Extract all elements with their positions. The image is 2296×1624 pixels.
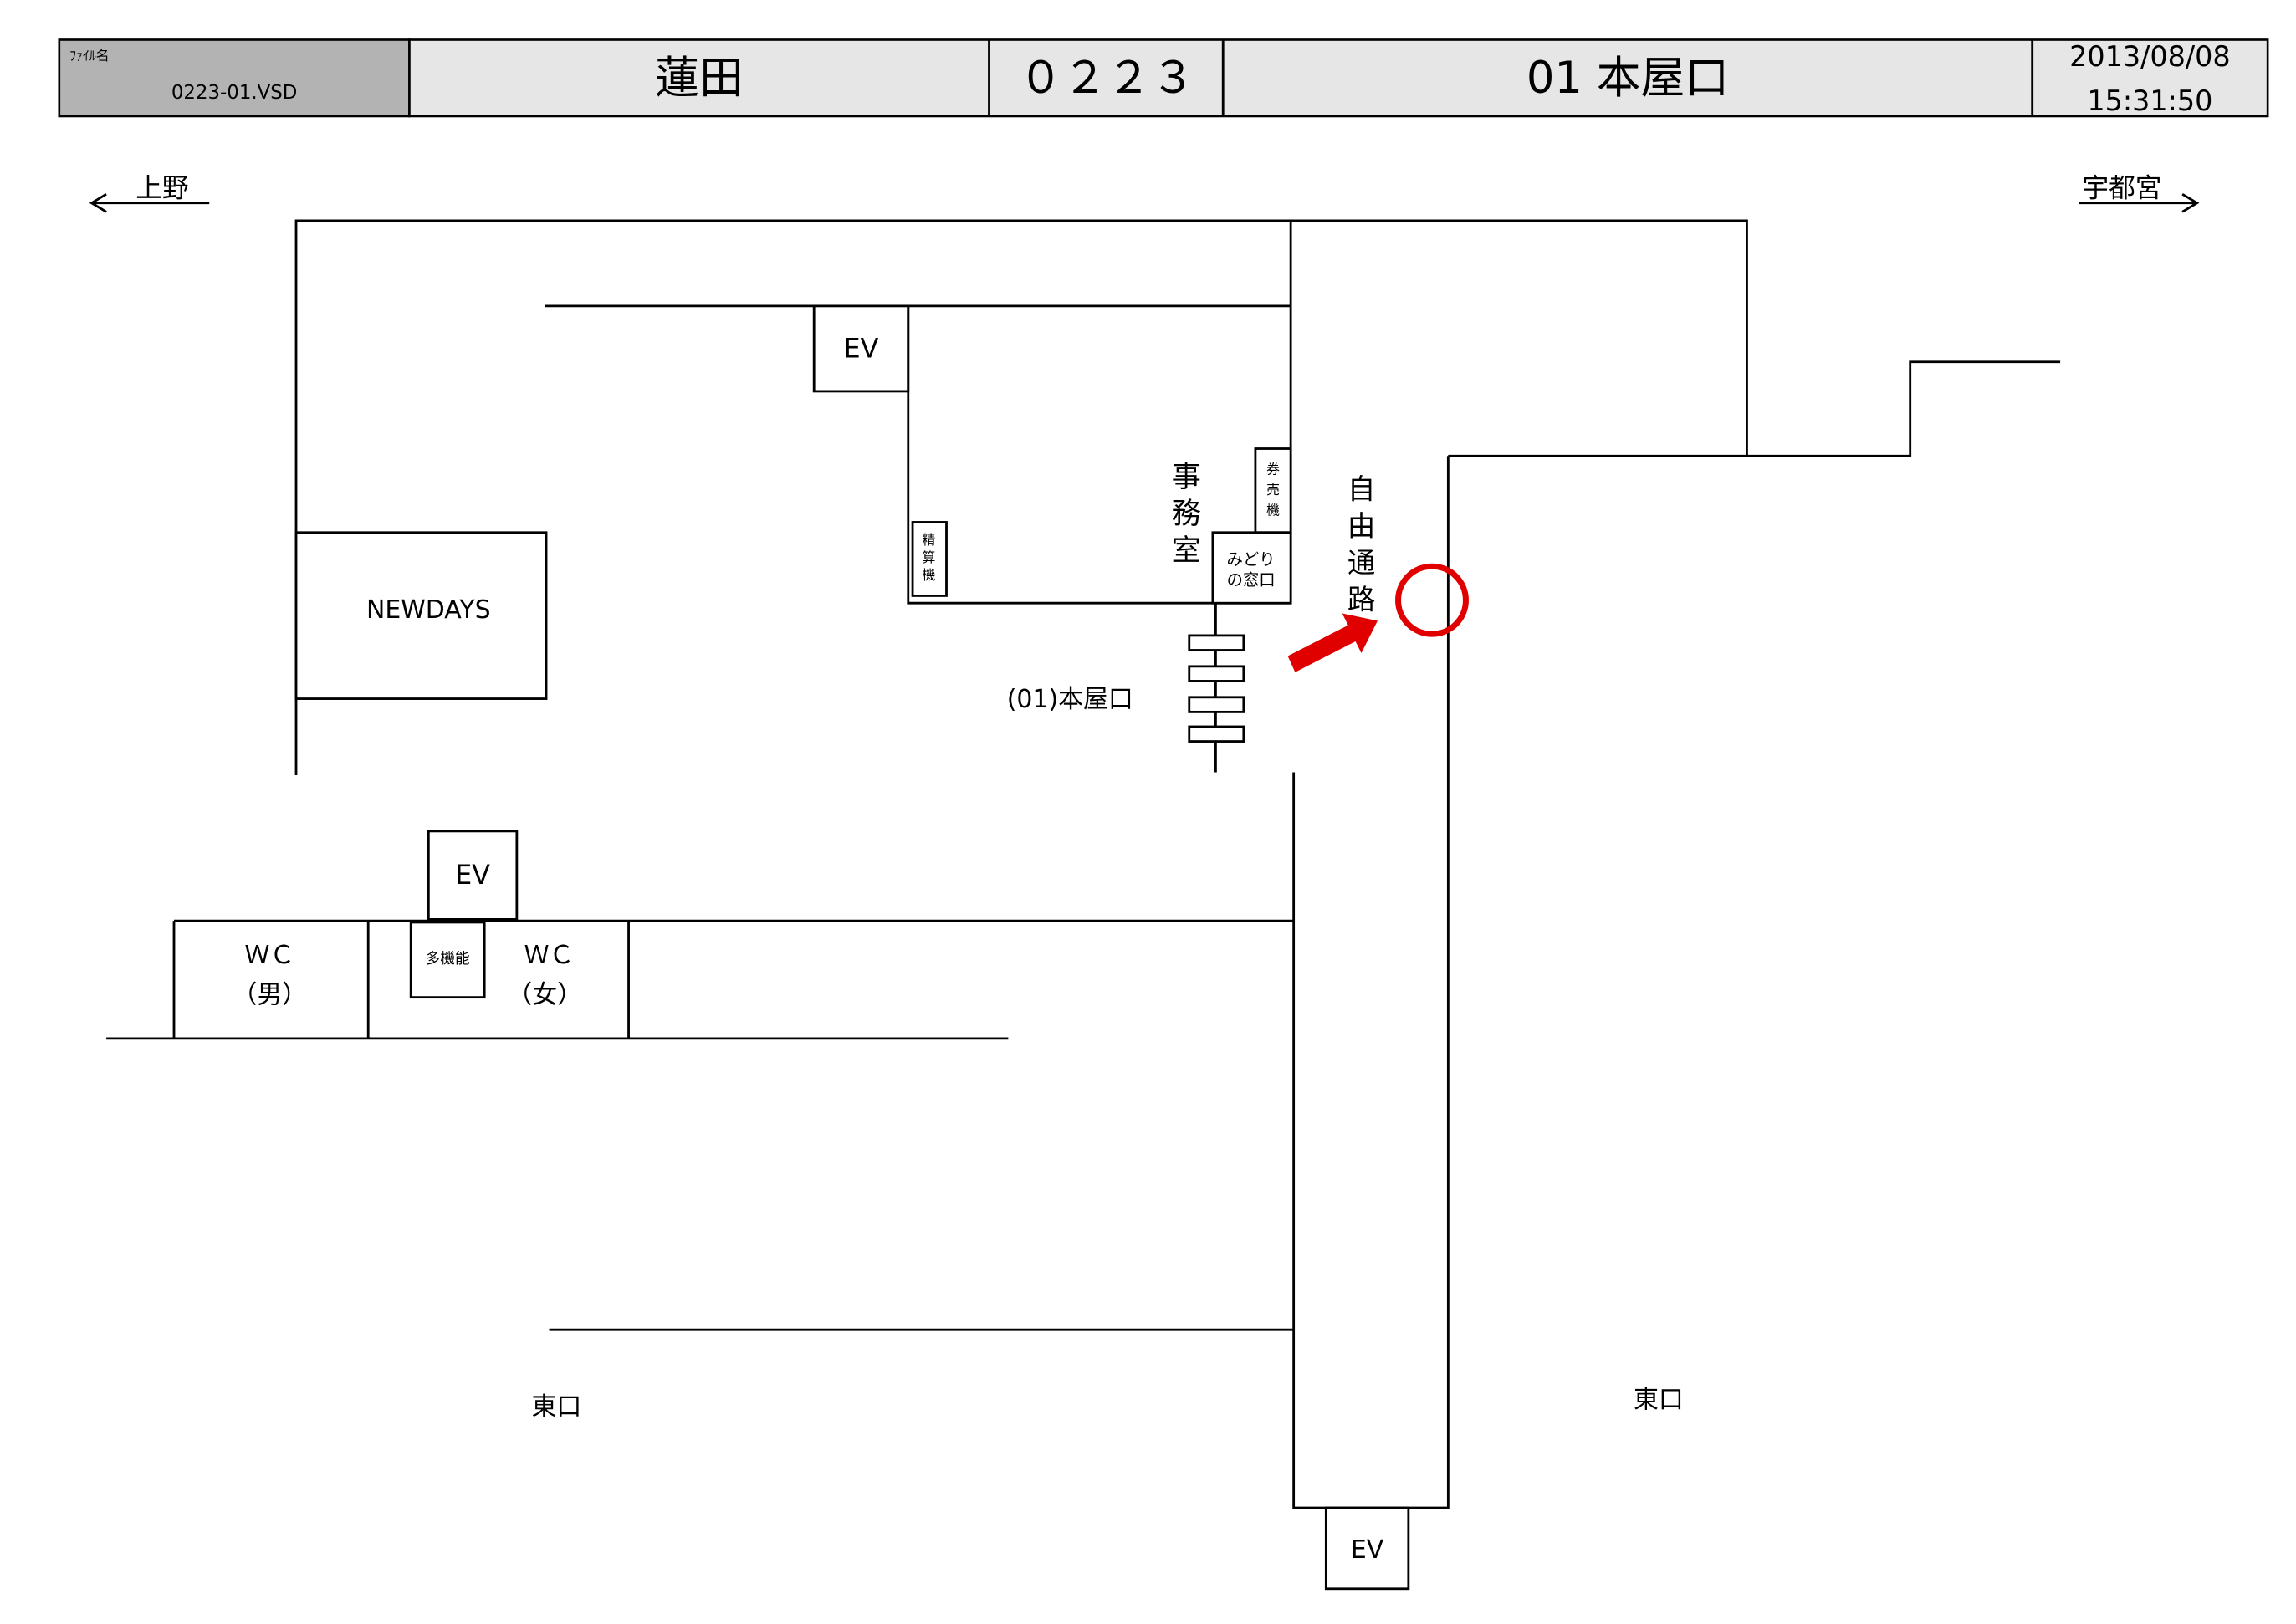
free-passage-label: 由	[1347, 509, 1375, 542]
ev-label: EV	[844, 334, 879, 364]
east-exit-label: 東口	[531, 1392, 581, 1422]
midori-window	[1211, 531, 1292, 605]
direction-ueno: 上野	[89, 174, 210, 213]
ticket-machine-char: 機	[1266, 503, 1280, 518]
fare-adjust-char: 精	[922, 532, 935, 548]
office-label: 室	[1172, 534, 1201, 568]
fare-adjust-char: 機	[922, 567, 935, 583]
ticket-machine	[1254, 447, 1292, 534]
elevator-2	[427, 830, 519, 921]
elevator-1	[812, 304, 910, 393]
date: 2013/08/08	[2069, 40, 2231, 73]
office-label: 事	[1172, 460, 1201, 494]
file-name: 0223-01.VSD	[171, 82, 298, 104]
wc-women-label: （女）	[507, 981, 582, 1010]
direction-utsunomiya: 宇都宮	[2079, 174, 2200, 213]
east-exit-label: 東口	[1634, 1385, 1684, 1414]
file-label: ﾌｧｲﾙ名	[69, 48, 109, 64]
free-passage-label: 通	[1347, 546, 1375, 579]
midori-label-1: みどり	[1227, 549, 1276, 569]
free-passage-label: 路	[1347, 583, 1375, 615]
ev-label: EV	[455, 861, 490, 891]
wc-men-label: （男）	[233, 981, 308, 1010]
free-passage-label: 自	[1347, 472, 1375, 505]
multipurpose-toilet	[409, 921, 486, 999]
newdays-shop	[294, 531, 548, 700]
elevator-3	[1324, 1506, 1410, 1591]
walls	[106, 219, 2061, 1509]
wc-label: ＷＣ	[524, 941, 575, 970]
station-code: ０２２３	[1019, 53, 1195, 104]
office-label: 務	[1172, 497, 1201, 531]
direction-right-label: 宇都宮	[2083, 174, 2162, 204]
header-bar: ﾌｧｲﾙ名 0223-01.VSD 蓮田 ０２２３ 01 本屋口 2013/08…	[58, 38, 2269, 118]
ev-label: EV	[1351, 1535, 1384, 1565]
arrow-right-icon	[2079, 192, 2200, 213]
fare-adjust-char: 算	[922, 549, 935, 565]
direction-left-label: 上野	[136, 174, 188, 204]
multipurpose-label: 多機能	[426, 951, 470, 968]
ticket-machine-char: 売	[1266, 482, 1280, 498]
wc-label: ＷＣ	[244, 941, 294, 970]
office-room	[907, 305, 1291, 605]
arrow-left-icon	[89, 192, 210, 213]
red-arrow-icon	[1287, 613, 1378, 672]
ticket-machine-char: 券	[1266, 461, 1280, 477]
fare-adjust-machine	[911, 521, 948, 597]
exit-label: (01)本屋口	[1007, 685, 1133, 714]
station-name: 蓮田	[655, 53, 744, 104]
ticket-gates	[1188, 634, 1245, 743]
exit-title: 01 本屋口	[1526, 53, 1729, 104]
time: 15:31:50	[2087, 84, 2212, 117]
highlight-circle	[1395, 563, 1469, 637]
newdays-label: NEWDAYS	[366, 595, 491, 625]
midori-label-2: の窓口	[1227, 570, 1276, 590]
